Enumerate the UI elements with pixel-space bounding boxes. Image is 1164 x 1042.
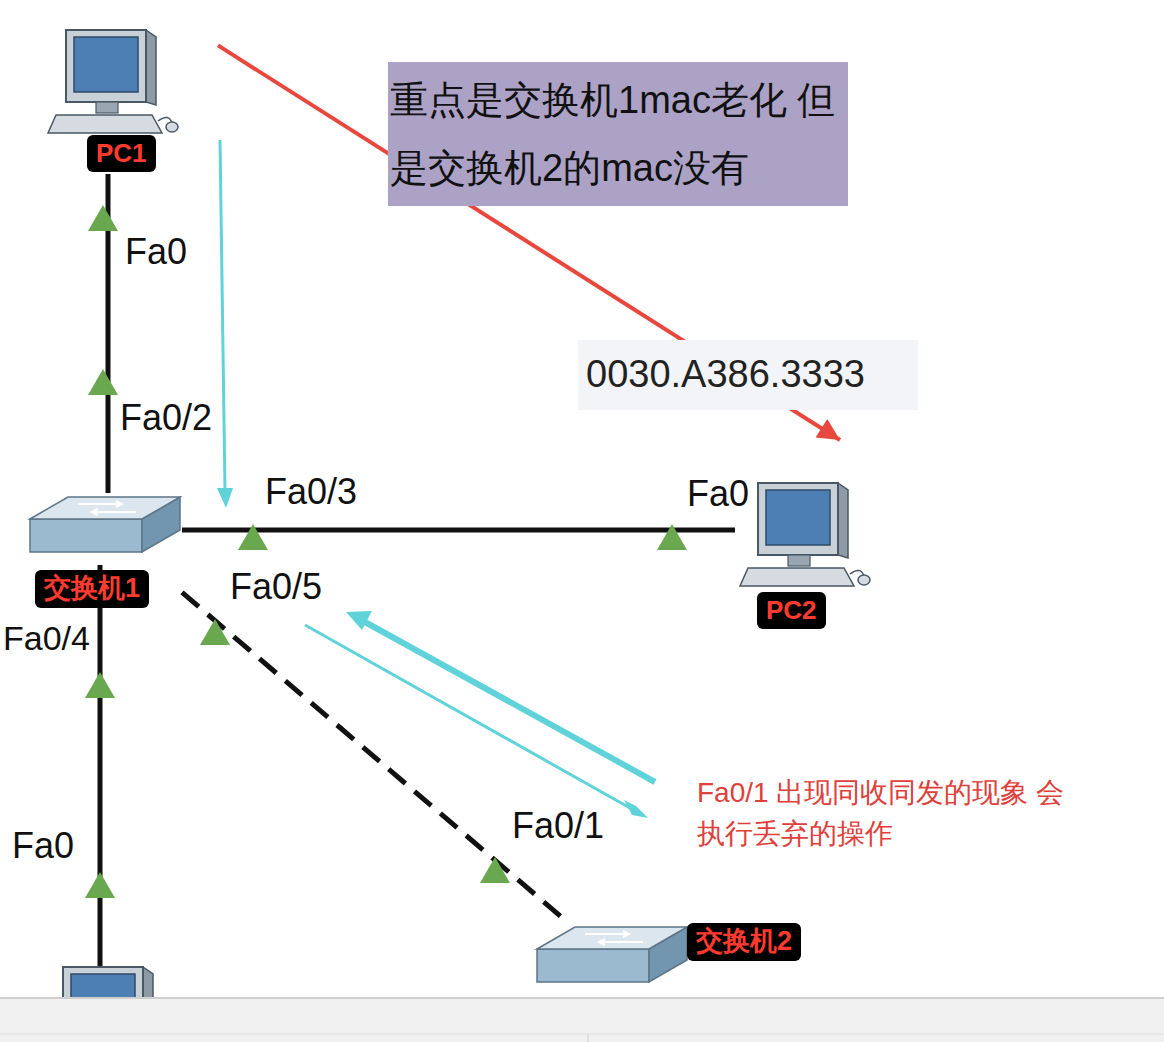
port-label: Fa0 — [125, 232, 187, 272]
port-label: Fa0/2 — [120, 398, 212, 438]
note-text: 重点是交换机1mac老化 但是交换机2的mac没有 — [390, 66, 844, 202]
callout-note: 重点是交换机1mac老化 但是交换机2的mac没有 — [388, 62, 848, 206]
annotation-note: Fa0/1 出现同收同发的现象 会执行丢弃的操作 — [697, 773, 1082, 854]
port-label: Fa0 — [12, 826, 74, 866]
pc-node: PC1 — [45, 22, 218, 174]
dashed-link — [182, 592, 565, 920]
switch-node: 交换机1 — [28, 493, 182, 612]
port-label: Fa0/4 — [3, 620, 90, 657]
port-label: Fa0/5 — [230, 567, 322, 607]
pc-node: PC2 — [735, 440, 905, 632]
port-label: Fa0/1 — [512, 806, 604, 846]
device-label: 交换机2 — [687, 923, 801, 961]
port-label: Fa0 — [687, 474, 749, 514]
device-label: PC1 — [87, 135, 156, 172]
link-line — [182, 528, 735, 533]
device-label: 交换机1 — [35, 570, 149, 608]
switch-node: 交换机2 — [533, 920, 817, 998]
mac-address: 0030.A386.3333 — [578, 340, 918, 410]
port-label: Fa0/3 — [265, 472, 357, 512]
device-label: PC2 — [757, 592, 826, 629]
